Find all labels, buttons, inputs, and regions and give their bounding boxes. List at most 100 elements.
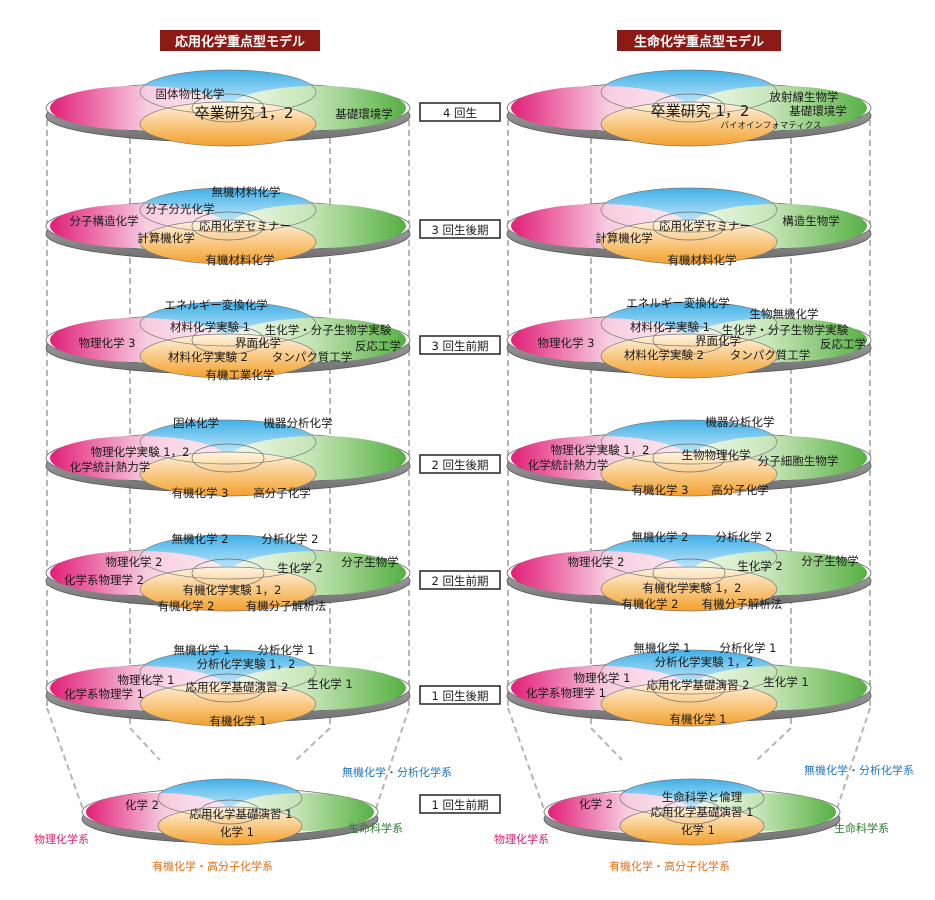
course-label: 物理化学 3 — [79, 336, 136, 350]
course-label: 基礎環境学 — [335, 107, 393, 121]
course-label: 化学系物理学 1 — [526, 686, 606, 700]
course-label: 生化学 1 — [307, 677, 352, 691]
course-label: 化学 2 — [125, 798, 159, 812]
grade-label-g4: 4 回生 — [443, 106, 477, 120]
grade-label-g2a: 2 回生前期 — [432, 574, 489, 588]
course-label: 化学統計熱力学 — [528, 458, 609, 472]
course-label: 物理化学 2 — [106, 555, 163, 569]
course-label: 分析化学 2 — [716, 530, 773, 544]
course-label: 材料化学実験 1 — [630, 320, 710, 334]
course-label: 固体物性化学 — [156, 87, 225, 101]
course-label: 有機化学 2 — [158, 599, 215, 613]
course-label: タンパク質工学 — [272, 350, 353, 364]
course-label: 材料化学実験 2 — [168, 350, 248, 364]
course-label: 放射線生物学 — [770, 90, 839, 104]
course-label: 無機化学 2 — [632, 530, 689, 544]
course-label: 分析化学実験 1，2 — [655, 655, 754, 669]
grade-labels: 4 回生 3 回生後期 3 回生前期 2 回生後期 2 回生前期 1 回生後期 … — [419, 102, 501, 814]
course-label: 化学統計熱力学 — [70, 460, 151, 474]
course-label: 機器分析化学 — [264, 416, 333, 430]
course-label: 分析化学 1 — [258, 643, 315, 657]
course-label: 無機化学 1 — [174, 643, 231, 657]
legend-organic-right: 有機化学・高分子化学系 — [609, 859, 730, 873]
course-label: 応用化学基礎演習 2 — [186, 680, 289, 694]
legend-inorganic-right: 無機化学・分析化学系 — [804, 763, 914, 777]
course-label: 有機材料化学 — [668, 253, 737, 267]
course-label: 物理化学実験 1，2 — [91, 445, 190, 459]
course-label: 物理化学 1 — [574, 671, 631, 685]
course-label: 固体化学 — [173, 416, 219, 430]
course-label: 応用化学セミナー — [659, 219, 751, 233]
course-label: 化学 2 — [579, 797, 613, 811]
course-label: 有機化学 2 — [622, 597, 679, 611]
course-label: エネルギー変換化学 — [164, 298, 268, 312]
course-label: 高分子化学 — [253, 486, 311, 500]
course-label: 物理化学実験 1，2 — [551, 443, 650, 457]
course-label: 材料化学実験 2 — [624, 348, 704, 362]
grade-label-g3b: 3 回生後期 — [432, 223, 489, 237]
course-label: 生化学 2 — [277, 561, 322, 575]
course-label: 高分子化学 — [711, 483, 769, 497]
course-label: エネルギー変換化学 — [626, 296, 730, 310]
course-label: 有機化学 3 — [172, 486, 229, 500]
course-label: 生化学 1 — [763, 675, 808, 689]
course-label: 卒業研究 1，2 — [651, 102, 750, 120]
title-right-text: 生命化学重点型モデル — [634, 34, 764, 50]
course-label: 計算機化学 — [595, 231, 653, 245]
course-label: 卒業研究 1，2 — [195, 104, 294, 122]
legend-life-right: 生命科学系 — [834, 821, 889, 835]
course-label: 反応工学 — [820, 337, 866, 351]
course-label: 基礎環境学 — [789, 104, 847, 118]
course-label: 有機化学 3 — [632, 483, 689, 497]
course-label: 無機化学 2 — [172, 532, 229, 546]
title-right: 生命化学重点型モデル — [617, 30, 781, 51]
course-label: 有機分子解析法 — [246, 599, 327, 613]
course-label: 生化学・分子生物学実験 — [722, 323, 849, 337]
course-label: 生物物理化学 — [682, 448, 751, 462]
course-label: 無機材料化学 — [212, 185, 281, 199]
course-label: 応用化学基礎演習 1 — [651, 805, 754, 819]
course-label: 分子生物学 — [341, 555, 399, 569]
course-label: 有機分子解析法 — [702, 597, 783, 611]
course-label: 分析化学 1 — [720, 641, 777, 655]
course-label: 材料化学実験 1 — [170, 320, 250, 334]
course-label: 化学 1 — [681, 823, 715, 837]
legend-inorganic-left: 無機化学・分析化学系 — [342, 765, 452, 779]
legend-physical-right: 物理化学系 — [494, 832, 549, 846]
course-label: 界面化学 — [235, 336, 281, 350]
course-label: 有機化学実験 1，2 — [183, 583, 282, 597]
course-label: 応用化学基礎演習 1 — [190, 807, 293, 821]
course-label: 物理化学 1 — [118, 673, 175, 687]
course-label: 機器分析化学 — [706, 415, 775, 429]
course-label: 有機工業化学 — [206, 368, 275, 382]
legend-organic-left: 有機化学・高分子化学系 — [152, 859, 273, 873]
course-label: 構造生物学 — [782, 214, 840, 228]
grade-label-g2b: 2 回生後期 — [432, 458, 489, 472]
course-label: 有機化学実験 1，2 — [643, 581, 742, 595]
course-label: 応用化学セミナー — [199, 219, 291, 233]
course-label: 物理化学 2 — [568, 555, 625, 569]
course-label: 分子分光化学 — [146, 202, 215, 216]
course-label: 無機化学 1 — [634, 641, 691, 655]
legend: 物理化学系 無機化学・分析化学系 生命科学系 有機化学・高分子化学系 物理化学系… — [34, 763, 914, 873]
right-labels: 放射線生物学 卒業研究 1，2 基礎環境学 バイオインフォマティクス 応用化学セ… — [526, 90, 866, 837]
grade-label-g3a: 3 回生前期 — [432, 339, 489, 353]
course-label: 物理化学 3 — [538, 336, 595, 350]
course-label: 反応工学 — [355, 339, 401, 353]
course-label: 分子生物学 — [801, 554, 859, 568]
course-label: 有機化学 1 — [210, 714, 267, 728]
course-label: 生化学 2 — [737, 559, 782, 573]
right-disc-g2a — [507, 535, 871, 611]
course-label: 有機材料化学 — [206, 253, 275, 267]
grade-label-g1a: 1 回生前期 — [432, 798, 489, 812]
course-label: 分析化学 2 — [262, 532, 319, 546]
course-label: 分子構造化学 — [70, 214, 139, 228]
legend-life-left: 生命科学系 — [348, 821, 403, 835]
grade-label-g1b: 1 回生後期 — [432, 689, 489, 703]
course-label: 化学 1 — [220, 825, 254, 839]
course-label: 応用化学基礎演習 2 — [647, 678, 750, 692]
course-label: バイオインフォマティクス — [721, 121, 822, 131]
course-label: 生化学・分子生物学実験 — [265, 323, 392, 337]
title-left: 応用化学重点型モデル — [160, 30, 320, 51]
